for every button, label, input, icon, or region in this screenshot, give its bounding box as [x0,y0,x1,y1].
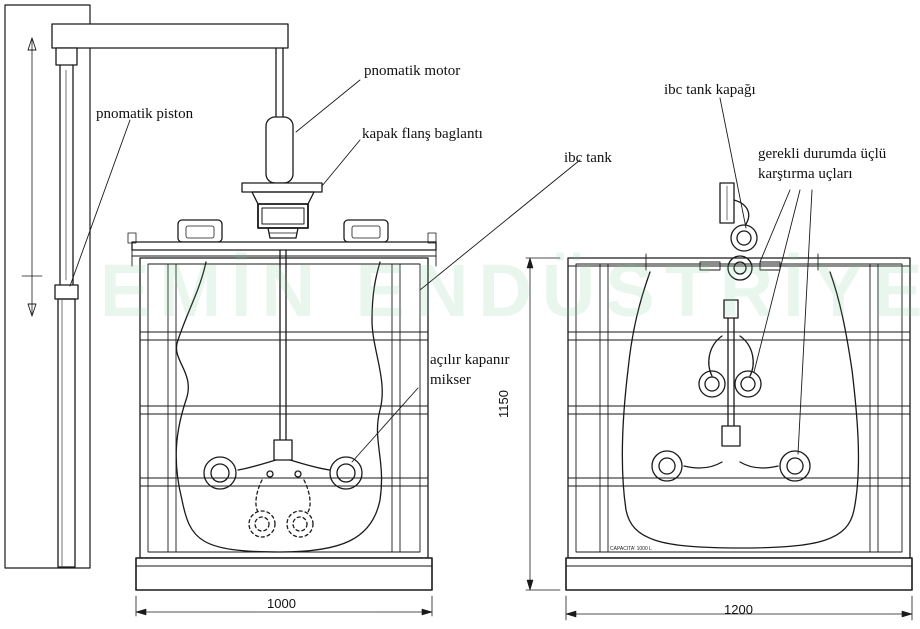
label-mixer-line1: açılır kapanır [430,352,510,368]
label-ibc-tank: ibc tank [564,150,612,166]
dimension-width-side: 1200 [724,602,753,617]
leader-lines [69,79,813,463]
side-view [525,182,913,621]
label-mixing-tips-line1: gerekli durumda üçlü [758,146,887,162]
label-tank-lid: ibc tank kapağı [664,82,756,98]
lift-column [4,4,289,569]
label-lid-flange: kapak flanş baglantı [362,126,483,142]
label-mixer-line2: mikser [430,372,471,388]
watermark-text: EMİN ENDÜSTRİYEL [100,249,920,332]
label-pneumatic-motor: pnomatik motor [364,63,461,79]
label-pneumatic-piston: pnomatik piston [96,106,194,122]
front-view [127,47,437,617]
capacity-label: CAPACITA' 1000 L [610,546,652,552]
dimension-width-front: 1000 [267,596,296,611]
dimension-height: 1150 [496,390,511,418]
label-mixing-tips-line2: karştırma uçları [758,166,853,182]
